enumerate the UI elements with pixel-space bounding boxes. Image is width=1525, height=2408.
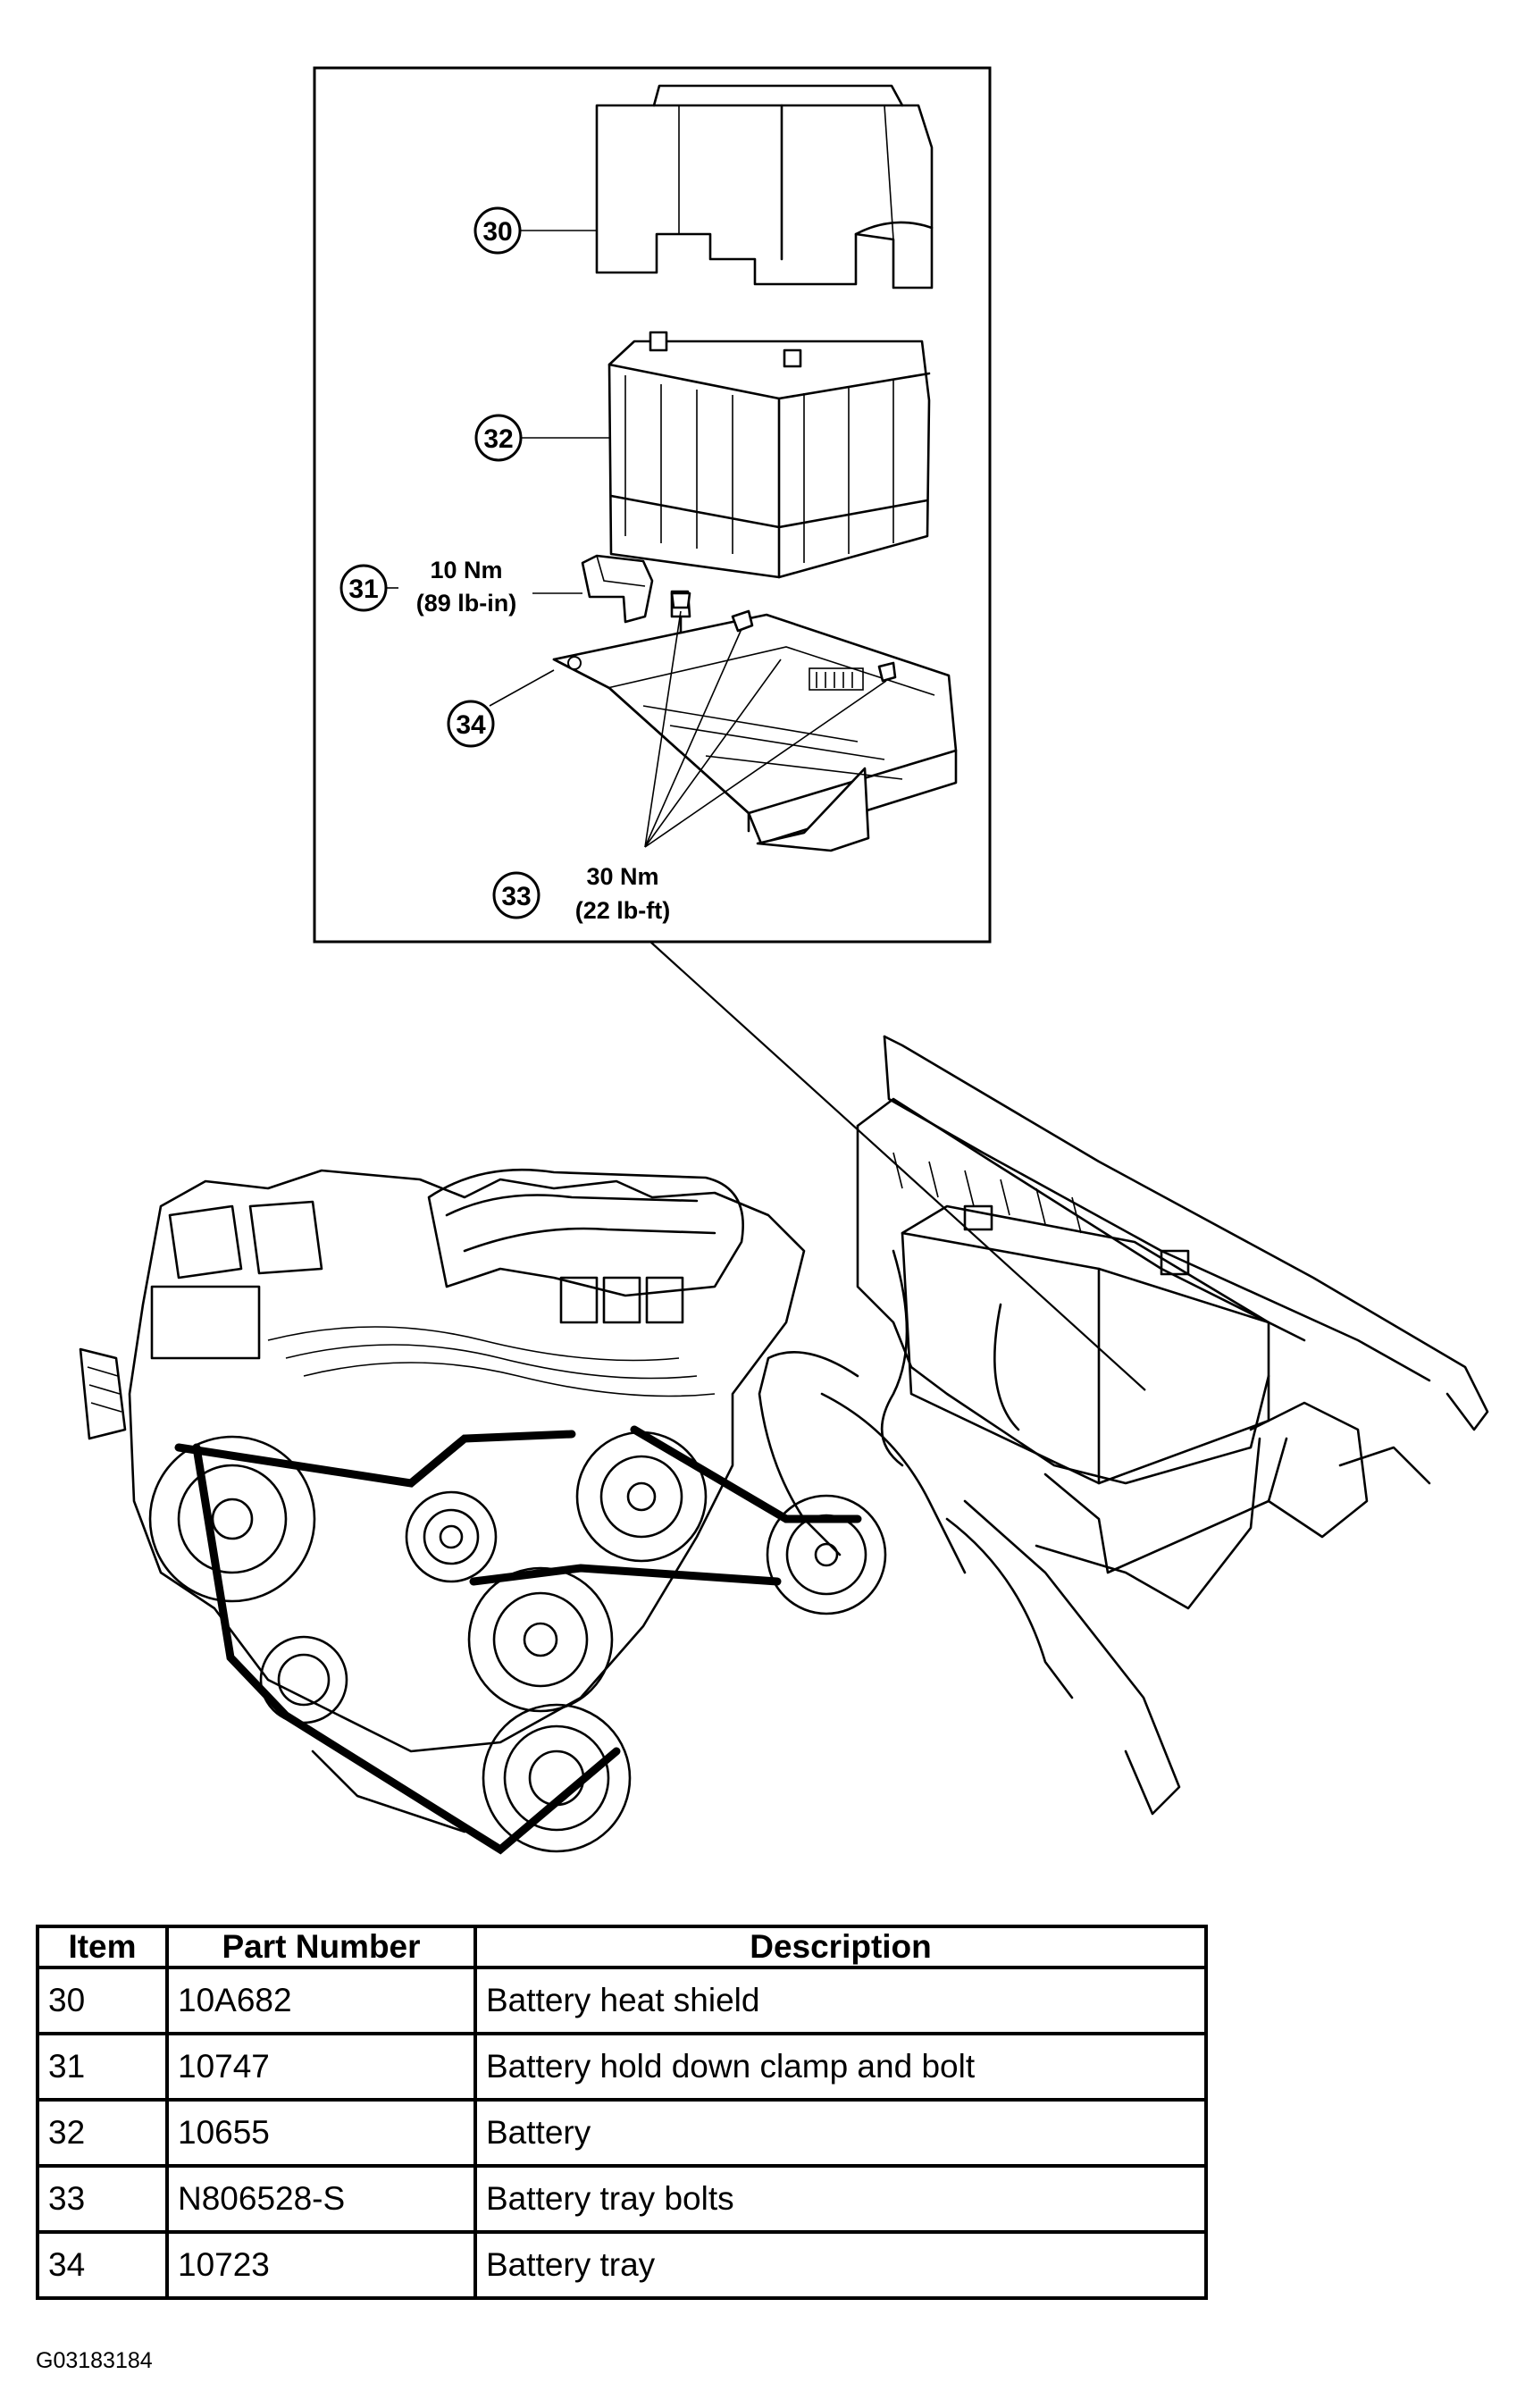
callout-34: 34 xyxy=(447,669,555,748)
cell-part-number: 10747 xyxy=(165,2032,477,2102)
cell-part-number: 10723 xyxy=(165,2230,477,2300)
callout-33-label: 33 xyxy=(501,882,531,911)
header-description: Description xyxy=(473,1925,1208,1969)
table-row: 30 10A682 Battery heat shield xyxy=(36,1966,1208,2035)
callout-33: 33 30 Nm (22 lb-ft) xyxy=(492,863,670,924)
cell-description: Battery heat shield xyxy=(473,1966,1208,2035)
battery-drawing xyxy=(607,331,931,579)
vehicle-front-drawing xyxy=(758,1035,1489,1816)
engine-drawing xyxy=(79,1168,887,1855)
cell-part-number: 10655 xyxy=(165,2098,477,2168)
cell-item: 32 xyxy=(36,2098,169,2168)
cell-part-number: 10A682 xyxy=(165,1966,477,2035)
table-row: 32 10655 Battery xyxy=(36,2098,1208,2168)
cell-item: 33 xyxy=(36,2164,169,2234)
callout-33-torque-imperial: (22 lb-ft) xyxy=(575,897,670,924)
cell-part-number: N806528-S xyxy=(165,2164,477,2234)
callout-31-torque-nm: 10 Nm xyxy=(430,557,502,583)
callout-31-label: 31 xyxy=(348,575,378,604)
header-part-number: Part Number xyxy=(165,1925,477,1969)
inset-leader-line xyxy=(649,941,1146,1391)
callout-33-torque-nm: 30 Nm xyxy=(586,863,658,890)
header-item: Item xyxy=(36,1925,169,1969)
table-row: 34 10723 Battery tray xyxy=(36,2230,1208,2300)
callout-32: 32 xyxy=(474,414,611,462)
battery-heat-shield-drawing xyxy=(595,84,934,289)
parts-table: Item Part Number Description 30 10A682 B… xyxy=(36,1925,1208,2300)
cell-description: Battery hold down clamp and bolt xyxy=(473,2032,1208,2102)
tray-bolts-drawing xyxy=(644,592,897,848)
table-header-row: Item Part Number Description xyxy=(36,1925,1208,1969)
cell-description: Battery tray xyxy=(473,2230,1208,2300)
cell-description: Battery tray bolts xyxy=(473,2164,1208,2234)
table-row: 31 10747 Battery hold down clamp and bol… xyxy=(36,2032,1208,2102)
cell-description: Battery xyxy=(473,2098,1208,2168)
table-row: 33 N806528-S Battery tray bolts xyxy=(36,2164,1208,2234)
callout-30: 30 xyxy=(473,206,597,255)
callout-31-torque-imperial: (89 lb-in) xyxy=(416,590,517,617)
callout-34-label: 34 xyxy=(456,710,486,740)
battery-tray-drawing xyxy=(552,613,958,852)
callout-31: 31 10 Nm (89 lb-in) xyxy=(339,557,582,617)
callout-30-label: 30 xyxy=(482,217,512,247)
cell-item: 31 xyxy=(36,2032,169,2102)
cell-item: 30 xyxy=(36,1966,169,2035)
cell-item: 34 xyxy=(36,2230,169,2300)
figure-id: G03183184 xyxy=(36,2348,153,2373)
callout-32-label: 32 xyxy=(483,424,513,454)
